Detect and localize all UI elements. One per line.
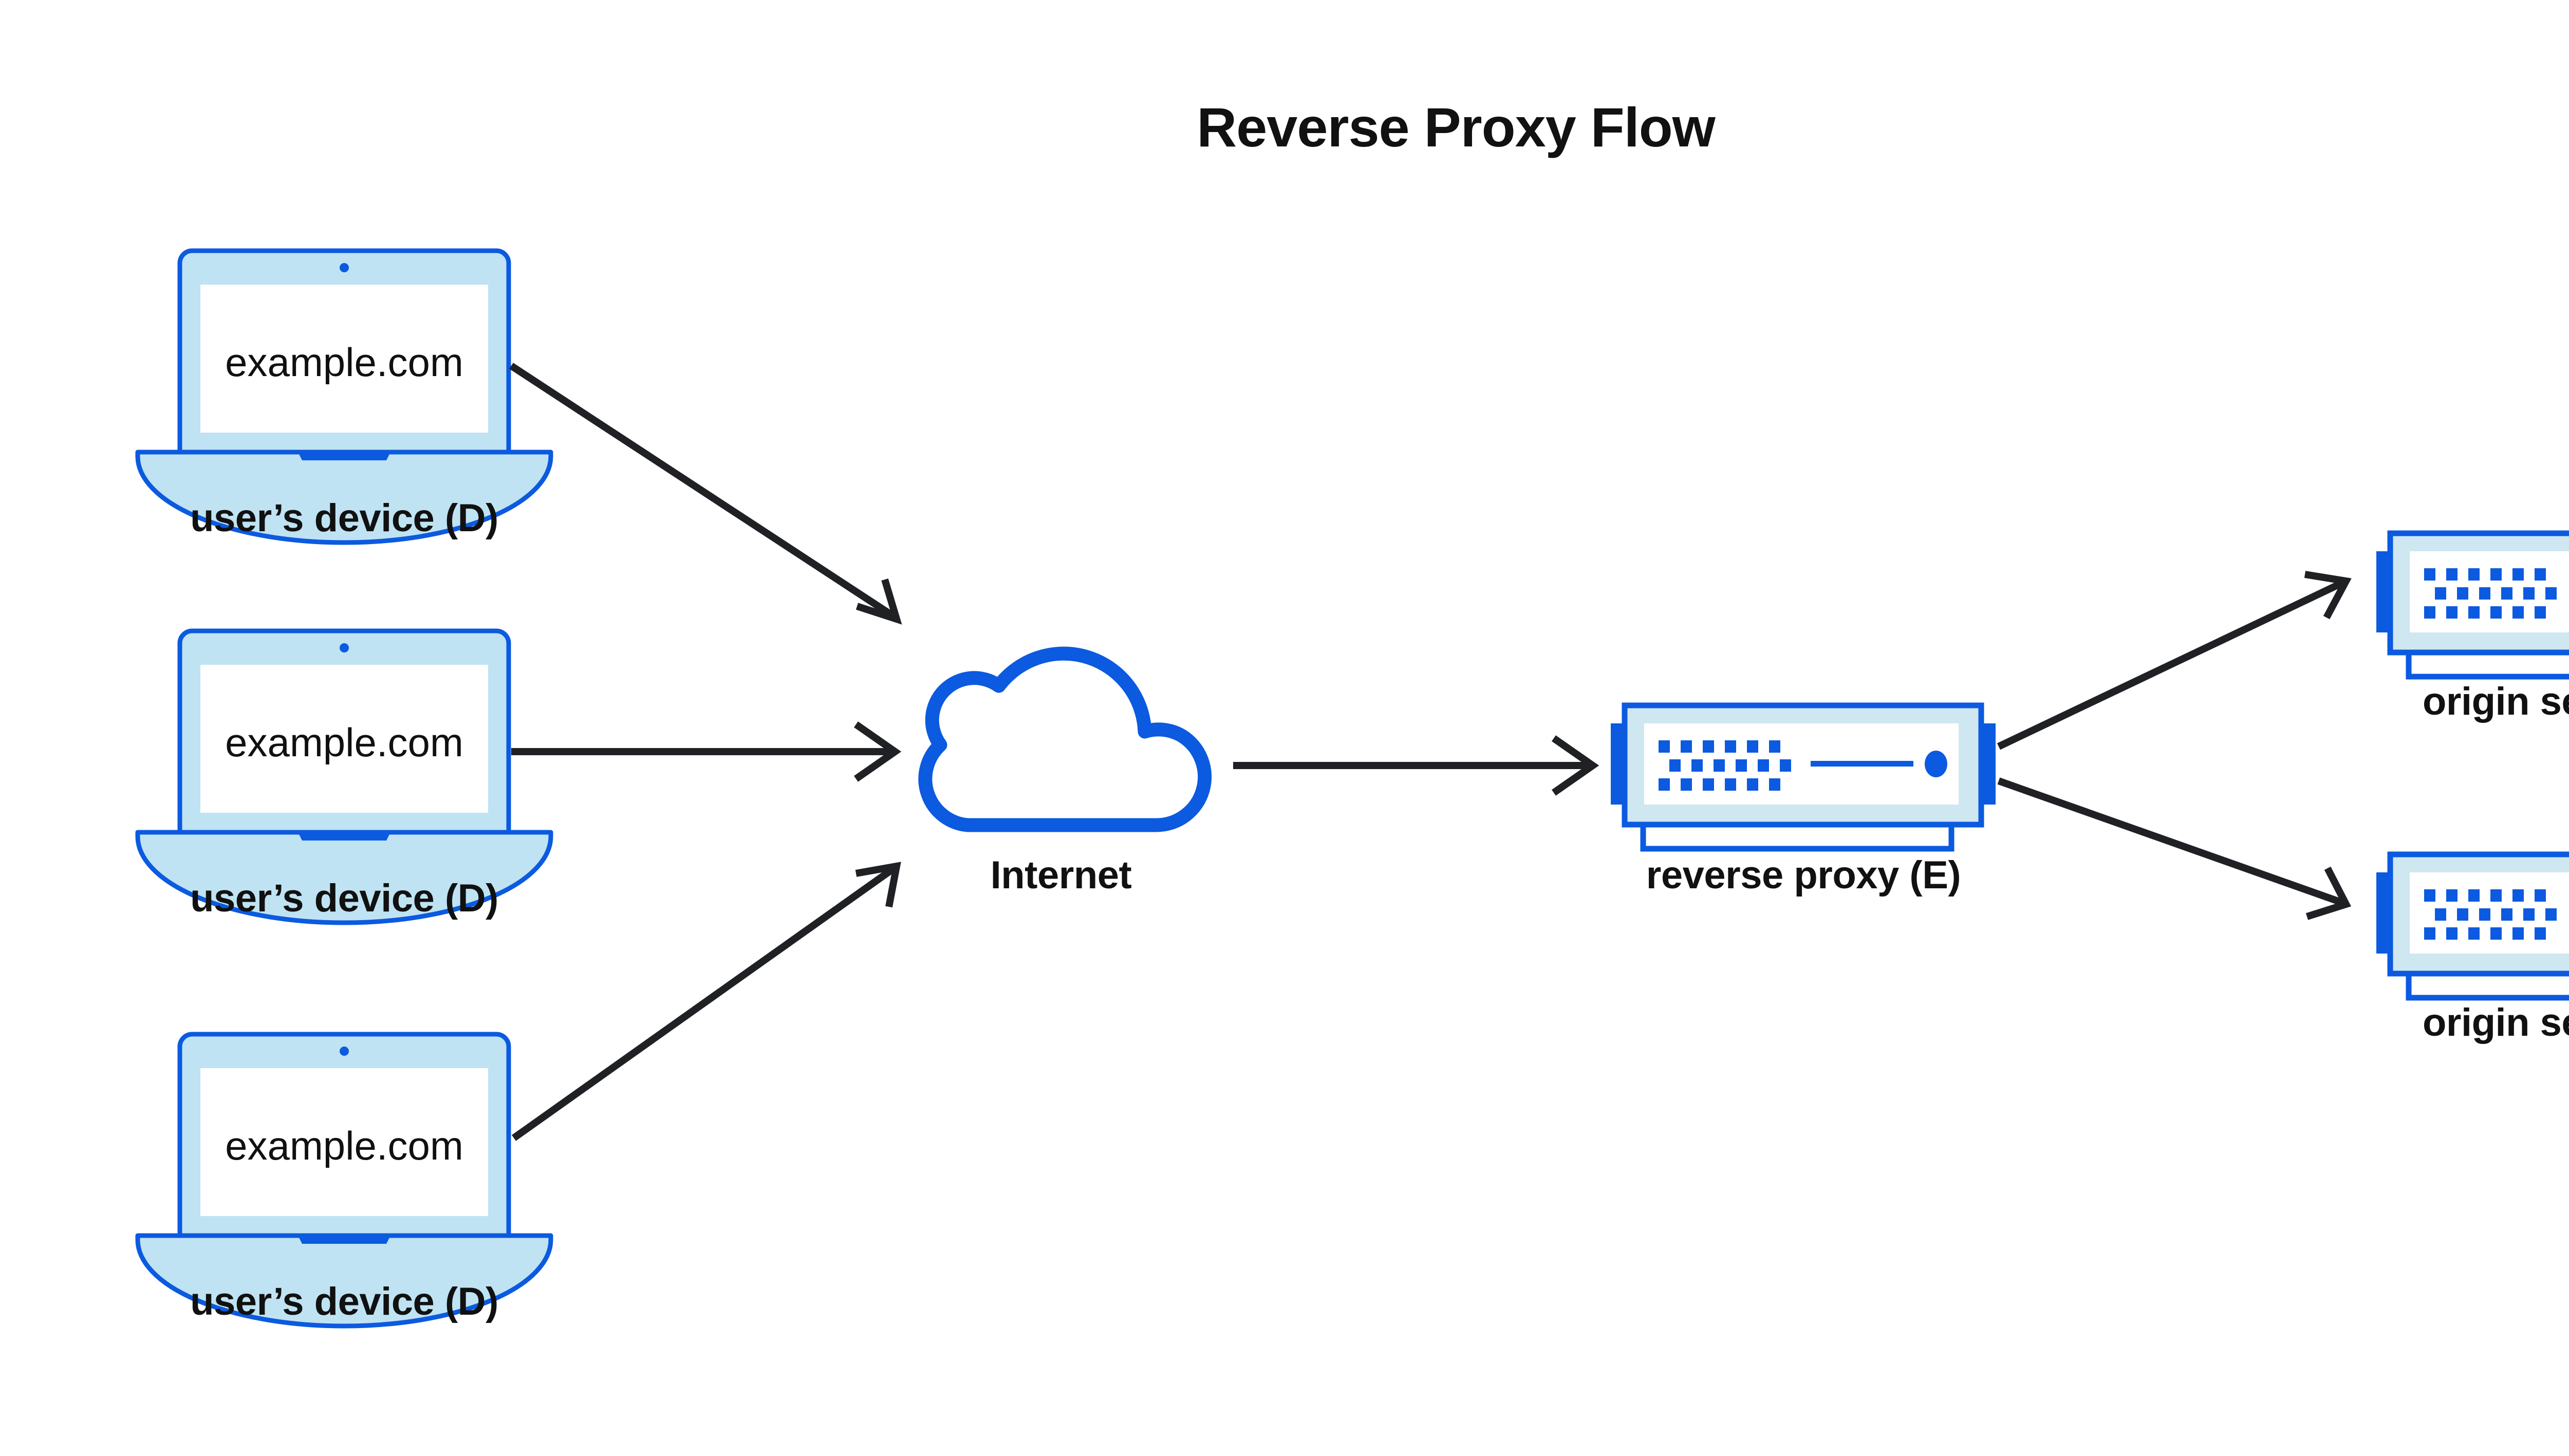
arrow-device3-to-cloud [511,862,901,1141]
cloud-icon-internet [918,646,1212,832]
laptop-camera-dot [340,643,349,652]
node-label-device-3: user’s device (D) [190,1280,498,1323]
node-label-device-2: user’s device (D) [190,876,498,920]
laptop-camera-dot [340,263,349,272]
laptop-screen-url-2: example.com [225,720,463,765]
server-icon-origin-server-2 [2376,851,2569,1001]
server-icon-origin-server-1 [2376,530,2569,680]
node-label-device-1: user’s device (D) [190,496,498,540]
node-label-origin-server-2: origin server (F) [2422,1001,2569,1044]
laptop-icon-device-3 [135,1032,553,1329]
node-label-internet: Internet [990,853,1132,897]
arrow-proxy-to-origin2 [1997,777,2352,920]
laptop-icon-device-2 [135,628,553,925]
arrow-device1-to-cloud [509,363,902,625]
arrow-device2-to-cloud [511,721,902,782]
laptop-screen-url-1: example.com [225,340,463,385]
arrow-proxy-to-origin1 [1997,571,2352,750]
laptop-camera-dot [340,1047,349,1056]
laptop-screen-url-3: example.com [225,1123,463,1168]
laptop-icon-device-1 [135,248,553,545]
arrow-cloud-to-proxy [1233,735,1599,796]
node-label-reverse-proxy: reverse proxy (E) [1646,853,1961,897]
node-label-origin-server-1: origin server (F) [2422,680,2569,723]
server-icon-reverse-proxy [1611,702,1996,852]
page-title: Reverse Proxy Flow [1197,96,1715,158]
